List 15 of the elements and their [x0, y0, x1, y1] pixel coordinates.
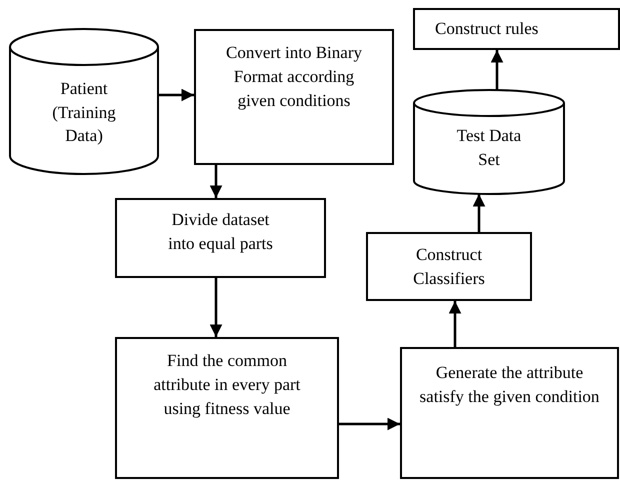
process-box: Generate the attribute satisfy the given condition [400, 347, 619, 479]
arrow [448, 301, 462, 347]
arrow [339, 418, 400, 430]
arrow [210, 278, 222, 337]
node-label: Test Data Set [456, 125, 522, 171]
arrow [210, 165, 222, 198]
arrow [490, 50, 504, 90]
node-label: Patient (Training Data) [51, 78, 117, 148]
process-box: Convert into Binary Format according given conditions [194, 29, 394, 165]
process-box: Find the common attribute in every part using fitness value [115, 337, 339, 479]
process-box: Construct rules [413, 8, 620, 50]
arrow [472, 194, 486, 232]
process-box: Divide dataset into equal parts [115, 198, 326, 278]
process-box: Construct Classifiers [366, 232, 532, 301]
arrow [159, 88, 194, 102]
